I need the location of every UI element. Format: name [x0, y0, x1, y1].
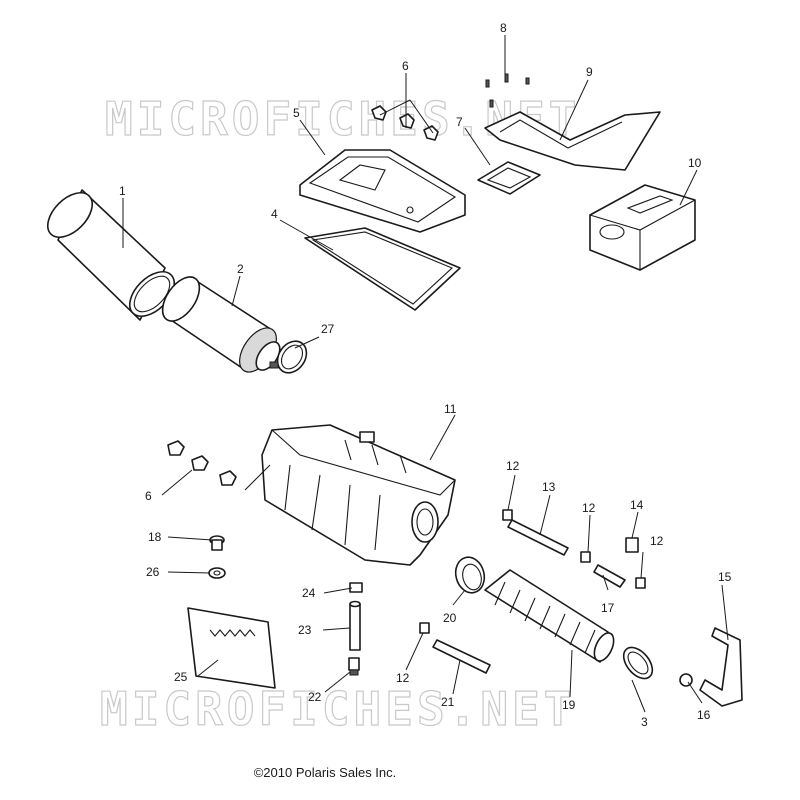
- part-16-clamp: [679, 673, 693, 687]
- part-4-gasket: [304, 227, 461, 311]
- part-19-bellows: [484, 569, 615, 663]
- callouts: 1 2 3 4 5 6 6 7 8 9 10 11 12 12 12 12 13…: [119, 21, 732, 729]
- callout-20: 20: [443, 611, 457, 625]
- part-17-fitting: [593, 564, 626, 588]
- callout-8: 8: [500, 21, 507, 35]
- callout-15: 15: [718, 570, 732, 584]
- leader-lines: [122, 35, 729, 713]
- callout-27: 27: [321, 322, 335, 336]
- part-24-clip: [349, 582, 363, 593]
- callout-23: 23: [298, 623, 312, 637]
- callout-12-a: 12: [506, 459, 520, 473]
- callout-24: 24: [302, 586, 316, 600]
- part-6-fittings-top: [371, 105, 439, 141]
- part-25-panel: [187, 607, 276, 689]
- part-3-clamp: [622, 646, 654, 680]
- part-15-hose: [699, 627, 743, 707]
- copyright-notice: ©2010 Polaris Sales Inc.: [253, 765, 397, 780]
- callout-6-top: 6: [402, 59, 409, 73]
- callout-4: 4: [271, 207, 278, 221]
- part-14-bracket: [625, 537, 639, 553]
- callout-26: 26: [146, 565, 160, 579]
- callout-2: 2: [237, 262, 244, 276]
- callout-12-b: 12: [582, 501, 596, 515]
- part-12-plug-a: [502, 509, 513, 521]
- callout-22: 22: [308, 690, 322, 704]
- callout-7: 7: [456, 115, 463, 129]
- part-1-filter-sleeve: [47, 189, 175, 321]
- callout-12-c: 12: [650, 534, 664, 548]
- part-7-plate: [477, 161, 541, 195]
- part-27-clamp: [269, 340, 308, 374]
- part-11-airbox: [261, 424, 456, 566]
- part-18-grommet: [209, 535, 225, 551]
- callout-14: 14: [630, 498, 644, 512]
- callout-18: 18: [148, 530, 162, 544]
- callout-9: 9: [586, 65, 593, 79]
- callout-5: 5: [293, 106, 300, 120]
- part-23-tube: [349, 600, 361, 651]
- part-26-washer: [208, 567, 226, 579]
- part-20-ring: [454, 556, 486, 594]
- part-12-plug-b: [580, 551, 591, 563]
- part-21-tube: [432, 639, 491, 674]
- callout-16: 16: [697, 708, 711, 722]
- part-8-screws: [485, 73, 530, 108]
- callout-3: 3: [641, 715, 648, 729]
- callout-13: 13: [542, 480, 556, 494]
- callout-21: 21: [441, 695, 455, 709]
- part-6-fittings-left: [167, 440, 237, 486]
- callout-11: 11: [444, 402, 457, 416]
- part-5-airbox-cover: [299, 149, 466, 233]
- callout-1: 1: [119, 184, 126, 198]
- callout-12-d: 12: [396, 671, 410, 685]
- part-2-air-filter: [161, 276, 281, 373]
- watermark-bottom: MICROFICHES.NET: [100, 682, 575, 736]
- part-12-plug-d: [419, 622, 430, 634]
- callout-19: 19: [562, 698, 576, 712]
- part-13-tube: [507, 519, 569, 556]
- part-12-plug-c: [635, 577, 646, 589]
- part-9-intake-duct: [484, 111, 661, 171]
- callout-6-left: 6: [145, 489, 152, 503]
- callout-10: 10: [688, 156, 702, 170]
- callout-17: 17: [601, 601, 615, 615]
- part-22-drain: [348, 657, 360, 676]
- part-10-block: [589, 184, 696, 271]
- callout-25: 25: [174, 670, 188, 684]
